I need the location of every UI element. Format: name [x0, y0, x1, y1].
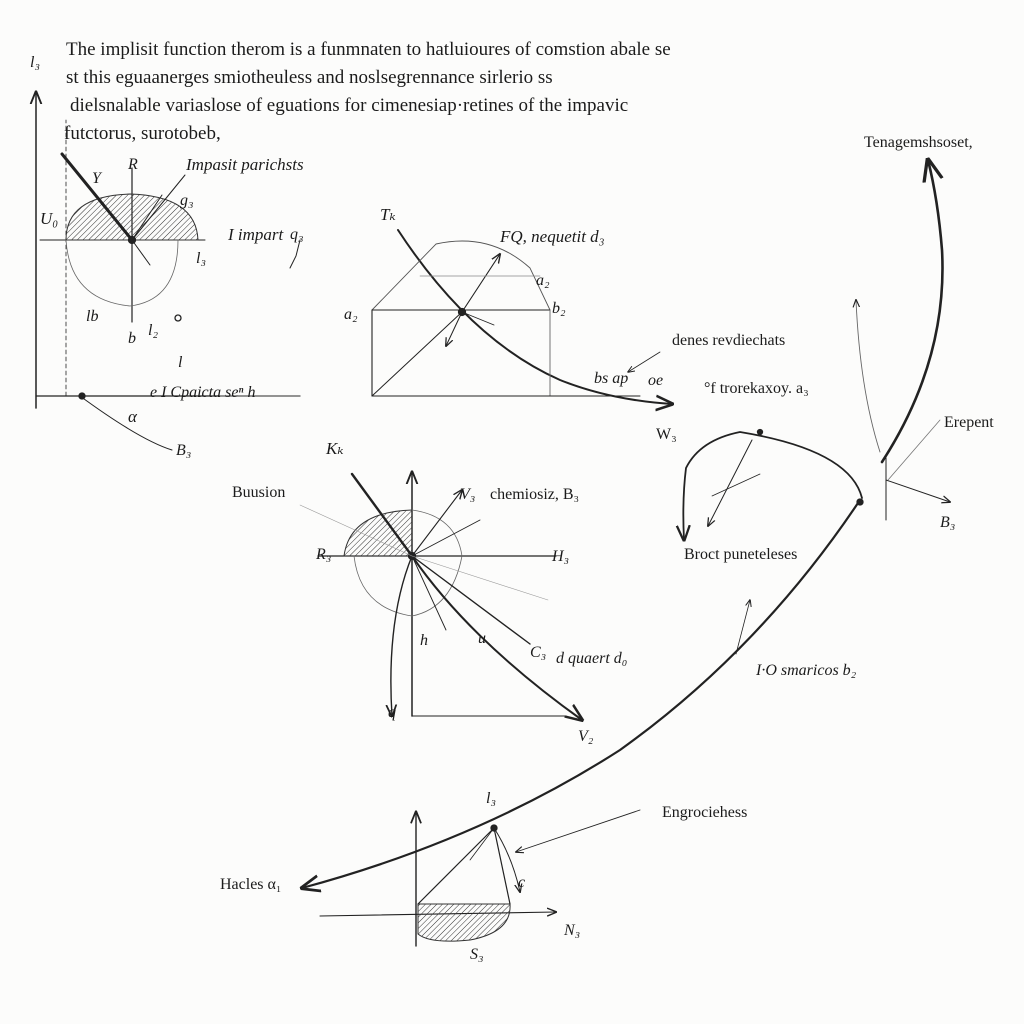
label-s: S₃: [470, 946, 484, 963]
intro-line-1: The implisit function therom is a funmna…: [66, 39, 671, 60]
hatched-region-bottom: [417, 903, 511, 942]
label-chemiosis: chemiosiz, B₃: [490, 486, 580, 503]
label-b3-left: B₃: [176, 442, 192, 459]
label-l-bottom: l₃: [486, 790, 497, 807]
intro-paragraph: The implisit function therom is a funmna…: [60, 36, 740, 148]
panel-right: [302, 160, 950, 888]
curve-top-middle: [397, 229, 672, 404]
label-c-small: c: [518, 874, 526, 891]
label-ic-particle: e I Cpaicta seⁿ h: [150, 384, 256, 401]
label-i-impart: I impart: [228, 225, 284, 244]
label-q: q₃: [290, 226, 304, 243]
label-tangent: Tenagemshsoset,: [864, 134, 973, 151]
label-hacles: Hacles α₁: [220, 876, 282, 893]
label-h: H₃: [552, 548, 570, 565]
label-a2-right: a₂: [536, 272, 550, 289]
panel-bottom: [319, 809, 641, 947]
label-c: C₃: [530, 644, 547, 661]
intro-line-4: futctorus, surotobeb,: [64, 123, 221, 144]
label-v: V₃: [460, 486, 476, 503]
label-y: Y: [92, 170, 101, 187]
label-l-small: l₃: [196, 250, 207, 267]
label-bussion: Buusion: [232, 484, 286, 501]
label-u-small: u: [478, 630, 486, 647]
label-w: W₃: [656, 426, 677, 443]
tangent-curve: [880, 160, 944, 464]
label-v2: V₂: [578, 728, 594, 745]
hatched-region-left: [65, 193, 199, 241]
label-dens: denes revdiechats: [672, 332, 786, 349]
label-b2: b₂: [552, 300, 566, 317]
label-bs-ap: bs ap: [594, 370, 629, 387]
label-erpent: Erepent: [944, 414, 994, 431]
label-oe: oe: [648, 372, 664, 389]
label-u: U₀: [40, 209, 59, 228]
label-implicit-particles: Impasit parichsts: [186, 155, 304, 174]
panel-middle: [299, 472, 582, 720]
label-r3: R₃: [316, 546, 332, 563]
label-broct: Broct puneteleses: [684, 546, 798, 563]
label-io-smarios: I·O smaricos b₂: [756, 662, 857, 679]
intro-line-2: st this eguaanerges smiotheuless and nos…: [66, 67, 553, 88]
label-h-small: h: [420, 632, 428, 649]
label-axis-top-left: l₃: [30, 54, 41, 71]
label-q-bottom: q: [388, 704, 396, 721]
label-l2: l₂: [148, 322, 159, 339]
label-b3-right: B₃: [940, 514, 956, 531]
label-a2-left: a₂: [344, 306, 358, 323]
label-f-q: FQ, nequetit d₃: [500, 227, 605, 246]
label-l-mark: l: [178, 354, 183, 371]
intro-line-3: dielsnalable variaslose of eguations for…: [70, 95, 629, 116]
label-r: R: [128, 156, 138, 173]
panel-top-middle: [371, 229, 672, 404]
hatched-region-middle: [343, 509, 413, 557]
label-lb: lb: [86, 308, 99, 325]
label-k: Kₖ: [326, 439, 344, 458]
tangent-arrow-left: [60, 152, 134, 242]
label-b-small: b: [128, 330, 136, 347]
label-n: N₃: [564, 922, 581, 939]
label-d-quaert: d quaert d₀: [556, 650, 628, 667]
label-alpha: α: [128, 407, 137, 426]
label-of-trorek: °f trorekaxoy. a₃: [704, 380, 809, 397]
label-t-k: Tₖ: [380, 205, 396, 224]
label-g: g₃: [180, 192, 194, 209]
long-curve: [302, 498, 862, 888]
panel-top-left: [36, 92, 301, 451]
label-engrociehess: Engrociehess: [662, 804, 748, 821]
curve-middle: [411, 555, 582, 720]
